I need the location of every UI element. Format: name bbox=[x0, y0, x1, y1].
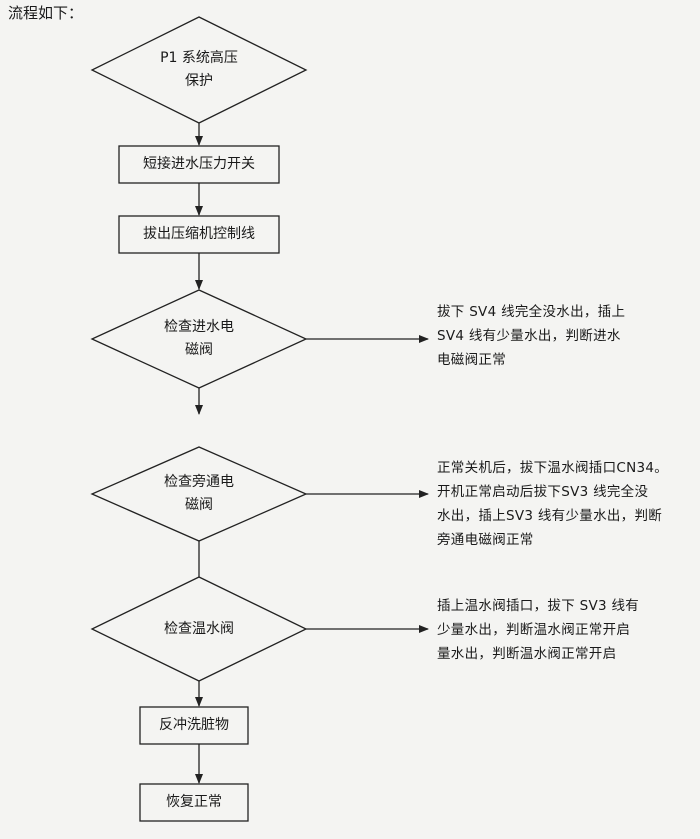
label-line: P1 系统高压 bbox=[160, 50, 238, 66]
label-line: 检查旁通电 bbox=[164, 474, 234, 490]
note-line: 正常关机后，拔下温水阀插口CN34。 bbox=[437, 460, 669, 476]
process-restore-label: 恢复正常 bbox=[166, 794, 222, 810]
note-line: 量水出，判断温水阀正常开启 bbox=[437, 646, 617, 662]
note-line: 少量水出，判断温水阀正常开启 bbox=[437, 622, 631, 638]
process-unplug-compressor-label: 拔出压缩机控制线 bbox=[143, 226, 255, 242]
process-backflush-label: 反冲洗脏物 bbox=[159, 717, 229, 733]
note-line: 旁通电磁阀正常 bbox=[437, 532, 534, 548]
process-restore bbox=[139, 783, 249, 822]
decision-inlet-valve-label: 检查进水电 磁阀 bbox=[119, 316, 279, 362]
decision-warm-valve-label: 检查温水阀 bbox=[164, 621, 234, 637]
page-header: 流程如下： bbox=[8, 4, 84, 22]
note-bypass-valve: 正常关机后，拔下温水阀插口CN34。 开机正常启动后拔下SV3 线完全没 水出，… bbox=[437, 456, 668, 552]
label-line: 磁阀 bbox=[185, 342, 213, 358]
note-line: 水出，插上SV3 线有少量水出，判断 bbox=[437, 508, 663, 524]
decision-high-pressure-label: P1 系统高压 保护 bbox=[119, 47, 279, 93]
process-backflush bbox=[139, 706, 249, 745]
label-line: 检查进水电 bbox=[164, 319, 234, 335]
note-line: 开机正常启动后拔下SV3 线完全没 bbox=[437, 484, 649, 500]
note-line: SV4 线有少量水出，判断进水 bbox=[437, 328, 621, 344]
note-inlet-valve: 拔下 SV4 线完全没水出，插上 SV4 线有少量水出，判断进水 电磁阀正常 bbox=[437, 300, 625, 372]
note-line: 拔下 SV4 线完全没水出，插上 bbox=[437, 304, 626, 320]
note-warm-valve: 插上温水阀插口，拔下 SV3 线有 少量水出，判断温水阀正常开启 量水出，判断温… bbox=[437, 594, 639, 666]
note-line: 插上温水阀插口，拔下 SV3 线有 bbox=[437, 598, 640, 614]
label-line: 保护 bbox=[185, 73, 213, 89]
note-line: 电磁阀正常 bbox=[437, 352, 506, 368]
decision-bypass-valve-label: 检查旁通电 磁阀 bbox=[119, 471, 279, 517]
label-line: 磁阀 bbox=[185, 497, 213, 513]
process-short-switch-label: 短接进水压力开关 bbox=[143, 156, 255, 172]
